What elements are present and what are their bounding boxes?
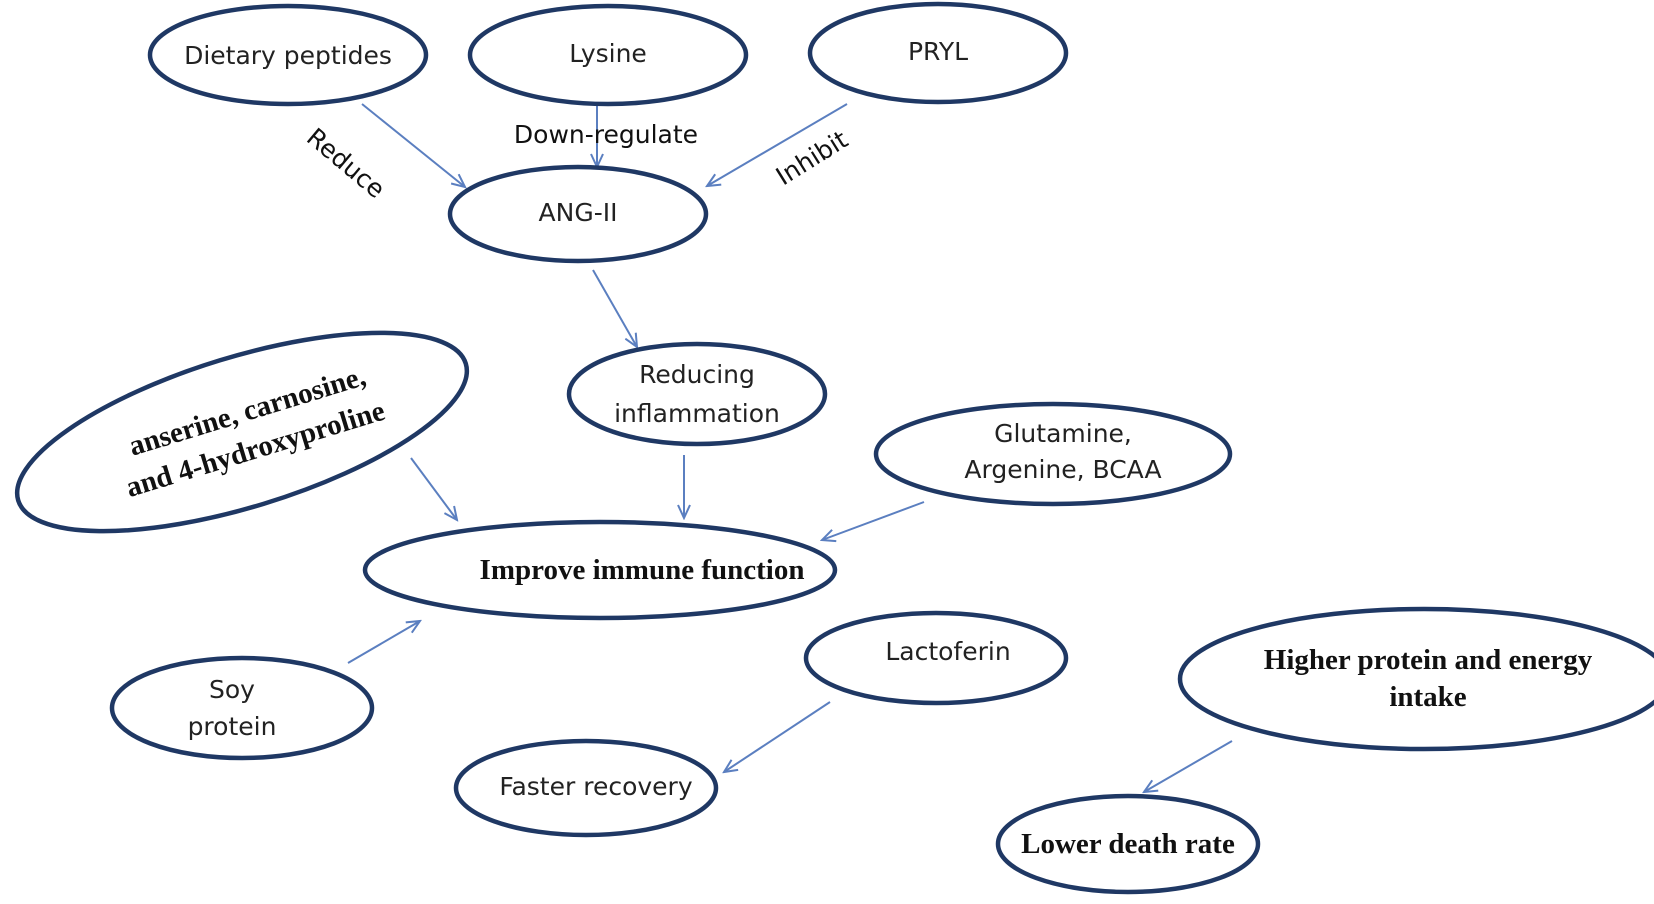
node-lactoferin: Lactoferin bbox=[803, 610, 1069, 706]
node-label: ANG-II bbox=[539, 198, 618, 227]
node-label: Dietary peptides bbox=[184, 41, 392, 70]
arrow-anserine-to-immune bbox=[410, 457, 457, 520]
node-improve-immune-function: Improve immune function bbox=[362, 519, 838, 621]
node-faster-recovery: Faster recovery bbox=[453, 738, 719, 838]
arrow-glutamine-to-immune bbox=[822, 501, 925, 540]
edge-label-inhibit: Inhibit bbox=[771, 125, 853, 191]
node-label: Lysine bbox=[569, 39, 647, 68]
edge-label-reduce: Reduce bbox=[301, 122, 390, 204]
node-label-line-2: Argenine, BCAA bbox=[964, 455, 1161, 484]
node-higher-protein-energy-intake: Higher protein and energy intake bbox=[1177, 606, 1654, 752]
node-label-line-1: Higher protein and energy bbox=[1264, 644, 1593, 676]
arrow-higher-protein-to-lower-death bbox=[1144, 740, 1233, 792]
edge-label-down-regulate: Down-regulate bbox=[514, 120, 698, 149]
arrow-dietary-peptides-to-ang-ii bbox=[361, 103, 465, 187]
node-label-line-2: intake bbox=[1389, 681, 1466, 713]
node-label: PRYL bbox=[908, 37, 968, 66]
node-label: Lactoferin bbox=[885, 637, 1010, 666]
node-anserine-carnosine-hydroxyproline: anserine, carnosine, and 4-hydroxyprolin… bbox=[14, 330, 470, 534]
edges bbox=[347, 103, 1233, 792]
arrow-soy-protein-to-immune bbox=[347, 621, 420, 664]
node-dietary-peptides: Dietary peptides bbox=[147, 3, 429, 107]
node-label-line-1: Soy bbox=[209, 675, 255, 704]
node-label: Faster recovery bbox=[499, 772, 692, 801]
node-lower-death-rate: Lower death rate bbox=[995, 793, 1261, 895]
node-label-line-2: inflammation bbox=[614, 399, 780, 428]
node-soy-protein: Soy protein bbox=[109, 655, 375, 761]
arrow-lactoferin-to-faster-recovery bbox=[724, 701, 831, 772]
arrow-pryl-to-ang-ii bbox=[707, 103, 848, 186]
node-label: Lower death rate bbox=[1021, 828, 1235, 860]
node-label-line-1: Glutamine, bbox=[994, 419, 1132, 448]
node-label: Improve immune function bbox=[480, 554, 805, 586]
node-label-line-1: Reducing bbox=[639, 360, 755, 389]
arrow-ang-ii-to-reducing-inflammation bbox=[592, 269, 637, 347]
node-glutamine-argenine-bcaa: Glutamine, Argenine, BCAA bbox=[873, 401, 1233, 507]
node-reducing-inflammation: Reducing inflammation bbox=[566, 341, 828, 447]
node-label-line-2: protein bbox=[188, 712, 277, 741]
node-ang-ii: ANG-II bbox=[447, 164, 709, 264]
node-pryl: PRYL bbox=[807, 1, 1069, 105]
node-lysine: Lysine bbox=[467, 3, 749, 107]
